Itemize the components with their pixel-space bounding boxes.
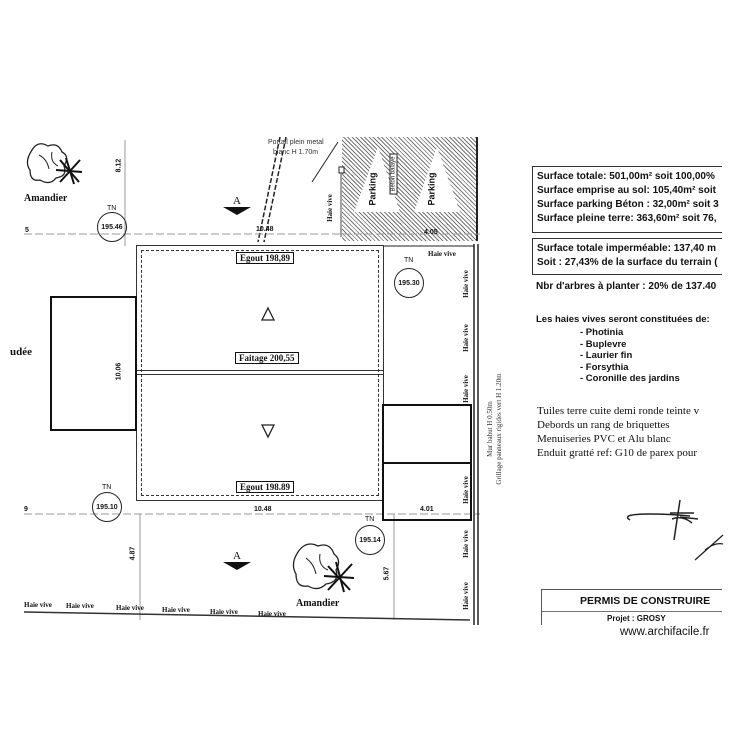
surface-line: Surface pleine terre: 363,60m² soit 76,: [537, 213, 717, 224]
section-arrow-icon: [223, 207, 251, 215]
hedge-label: Haie vive: [428, 250, 456, 258]
surface-line: Surface totale: 501,00m² soit 100,00%: [537, 171, 715, 182]
title-block-project: Projet : GROSY: [607, 614, 666, 623]
dim-5-67: 5.67: [383, 566, 391, 581]
surface-line: Surface totale imperméable: 137,40 m: [537, 243, 716, 254]
haies-list: - Photinia - Buplevre - Laurier fin - Fo…: [580, 327, 680, 385]
hedge-label: Haie vive: [461, 476, 470, 504]
hedge-label: Haie vive: [461, 375, 470, 403]
tn-label-4: TN: [365, 516, 375, 523]
faitage-label: Faitage 200,55: [235, 352, 299, 364]
annex-left: [50, 296, 137, 431]
tree-label-bottom: Amandier: [296, 598, 340, 609]
hedge-label: Haie vive: [66, 602, 94, 610]
tn-marker-3: 195.10: [92, 492, 122, 522]
hedge-label: Haie vive: [116, 604, 144, 612]
haie-item: - Forsythia: [580, 361, 629, 373]
material-line: Tuiles terre cuite demi ronde teinte v: [537, 405, 700, 417]
wall-note-2: Grillage panneaux rigides vert H 1.20m: [495, 373, 503, 485]
title-block-title: PERMIS DE CONSTRUIRE: [542, 590, 722, 612]
slope-up-icon: [260, 306, 276, 321]
garden-box-2: [382, 462, 472, 521]
arbres-wrap: Nbr d'arbres à planter : 20% de 137.40: [536, 280, 722, 294]
tn-label-2: TN: [404, 257, 414, 264]
portail-note-1: Portail plein metal: [268, 139, 324, 146]
portail-lines: [257, 137, 345, 243]
tn-marker-1: 195.46: [97, 212, 127, 242]
haies-title: Les haies vives seront constituées de:: [536, 314, 710, 325]
section-letter: A: [233, 550, 241, 562]
hedge-label: Haie vive: [461, 530, 470, 558]
left-partial-label: udée: [10, 346, 32, 358]
materials-list: Tuiles terre cuite demi ronde teinte v D…: [537, 404, 722, 460]
section-arrow-icon: [223, 562, 251, 570]
section-letter: A: [233, 195, 241, 207]
watermark-bg: [24, 625, 750, 650]
dim-4-87: 4.87: [129, 546, 137, 561]
hedge-label: Haie vive: [461, 582, 470, 610]
haie-item: - Buplevre: [580, 338, 627, 350]
portail-note-2: blanc H 1.70m: [273, 149, 319, 156]
tree-icon-top: [26, 143, 83, 185]
hedge-label: Haie vive: [24, 601, 52, 609]
surface-line: Surface parking Béton : 32,00m² soit 3: [537, 199, 719, 210]
signature: [626, 499, 724, 561]
surface-line: Surface emprise au sol: 105,40m² soit: [537, 185, 716, 196]
egout-top-label: Egout 198,89: [236, 252, 295, 264]
dim-4-05: 4.05: [424, 229, 438, 236]
title-block: PERMIS DE CONSTRUIRE Projet : GROSY: [541, 589, 722, 629]
hedge-label: Haie vive: [162, 606, 190, 614]
hedge-label: Haie vive: [461, 324, 470, 352]
dim-10-48-top: 10.48: [256, 226, 274, 233]
dim-8-12: 8.12: [115, 158, 123, 173]
tree-label-top: Amandier: [24, 193, 68, 204]
dim-10-06: 10.06: [115, 362, 123, 381]
house-inner-dashed: [141, 250, 379, 496]
surface-box-1: Surface totale: 501,00m² soit 100,00% Su…: [532, 166, 722, 233]
parking-spaces: [354, 147, 460, 212]
wall-note-1: Mur bahut H 0.50m: [486, 401, 494, 457]
hedge-label: Haie vive: [210, 608, 238, 616]
tn-marker-2: 195.30: [394, 268, 424, 298]
garden-box-1: [382, 404, 472, 464]
arbres-note: Nbr d'arbres à planter : 20% de 137.40: [536, 281, 717, 292]
tree-icon-bottom: [292, 543, 355, 593]
dim-left-top: 5: [25, 227, 29, 234]
slope-down-icon: [260, 424, 276, 439]
haie-item: - Photinia: [580, 327, 624, 338]
section-marker-bottom: A: [222, 551, 252, 570]
dim-10-48-bottom: 10.48: [254, 506, 272, 513]
dimension-lines: [23, 140, 480, 625]
dim-4-01: 4.01: [420, 506, 434, 513]
haie-item: - Coronille des jardins: [580, 373, 680, 384]
material-line: Enduit gratté ref: G10 de parex pour: [537, 447, 698, 459]
hedge-label: Haie vive: [461, 270, 470, 298]
material-line: Debords un rang de briquettes: [537, 419, 670, 431]
section-marker-top: A: [222, 196, 252, 215]
tn-label-1: TN: [107, 205, 117, 212]
egout-bottom-label: Egout 198.89: [236, 481, 295, 493]
surface-box-2: Surface totale imperméable: 137,40 m Soi…: [532, 238, 722, 275]
material-line: Menuiseries PVC et Alu blanc: [537, 433, 671, 445]
tn-label-3: TN: [102, 484, 112, 491]
haie-item: - Laurier fin: [580, 350, 633, 361]
surface-line: Soit : 27,43% de la surface du terrain (: [537, 257, 718, 268]
tn-marker-4: 195.14: [355, 525, 385, 555]
hedge-label: Haie vive: [325, 194, 334, 222]
dim-left-bottom: 9: [24, 506, 28, 513]
ridge-line: [137, 370, 383, 375]
watermark: www.archifacile.fr: [620, 626, 710, 638]
wall-note: Mur bahut H 0.50m Grillage panneaux rigi…: [486, 364, 504, 494]
hedge-label: Haie vive: [258, 610, 286, 618]
